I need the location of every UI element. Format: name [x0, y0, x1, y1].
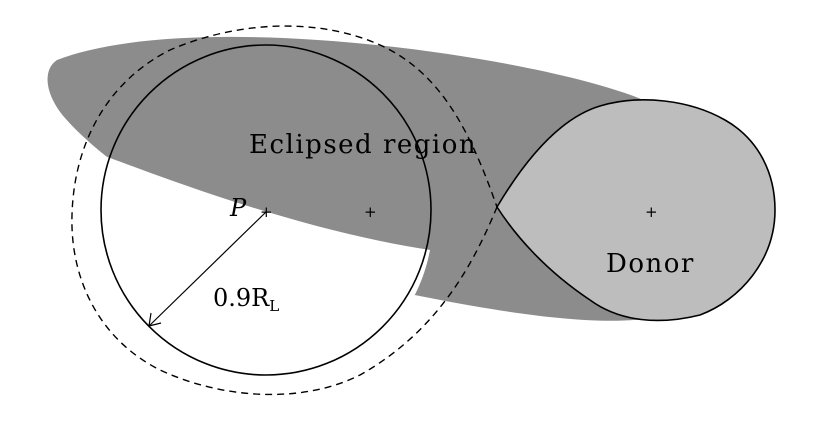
point-p-marker: + [260, 203, 273, 221]
radius-value: 0.9R [213, 284, 270, 312]
radius-arrow-line [148, 211, 267, 327]
radius-arrowhead [148, 312, 162, 327]
donor-star [496, 99, 776, 322]
radius-label: 0.9RL [213, 284, 279, 315]
point-p-label: P [229, 194, 247, 222]
white-disk-region [102, 155, 430, 386]
donor-label: Donor [606, 249, 695, 279]
accretor-center-marker: + [364, 203, 377, 221]
eclipsed-region-label: Eclipsed region [249, 130, 477, 160]
donor-center-marker: + [645, 203, 658, 221]
accretor-roche-lobe-dashed [71, 25, 498, 396]
radius-subscript: L [269, 297, 279, 315]
accretor-circle [100, 44, 432, 376]
